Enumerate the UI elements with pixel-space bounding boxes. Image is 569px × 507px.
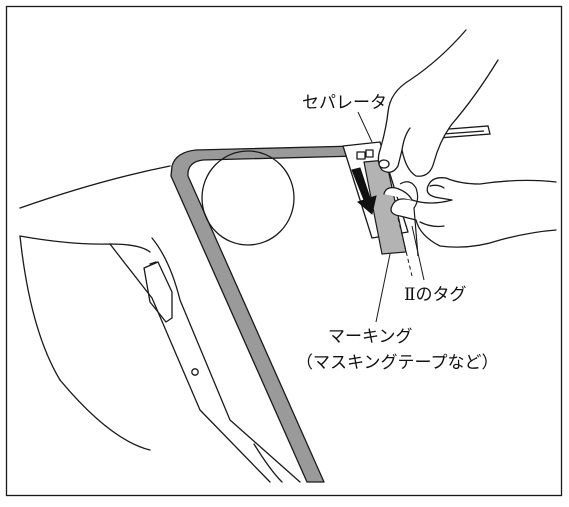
- circular-opening: [201, 150, 295, 246]
- door-handle: [143, 261, 173, 323]
- upper-hand: [377, 29, 499, 177]
- label-separator: セパレータ: [302, 93, 387, 113]
- direction-arrow: [351, 167, 377, 215]
- label-marking-note: （マスキングテープなど）: [296, 353, 498, 373]
- hands: [377, 29, 557, 248]
- label-marking: マーキング: [328, 327, 413, 347]
- leader-lines: [357, 111, 425, 323]
- vehicle-panel: [19, 145, 359, 483]
- diagram-border: [5, 5, 563, 497]
- label-tag: Ⅱのタグ: [404, 285, 467, 305]
- tag-loop: [399, 181, 419, 257]
- guide-dashed-line: [397, 217, 413, 277]
- panel-edge-band: [170, 145, 359, 483]
